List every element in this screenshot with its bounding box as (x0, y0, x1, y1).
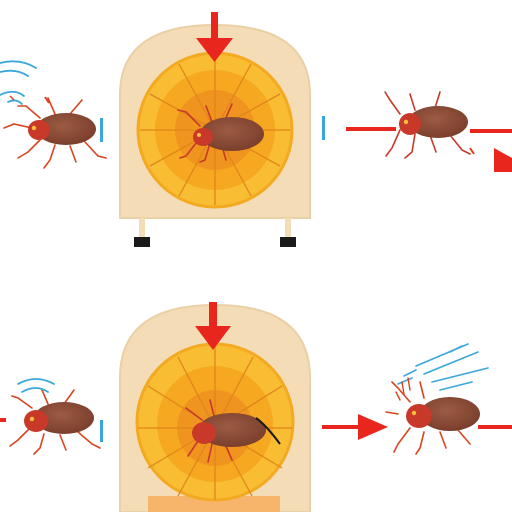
separator-tick-right (322, 116, 325, 140)
shake-marks (395, 377, 411, 401)
motion-lines-left (0, 60, 37, 105)
right-bedbug (384, 91, 471, 159)
row-top (0, 12, 512, 247)
down-arrow (196, 12, 233, 62)
right-arrow-out (478, 425, 512, 429)
heater-foot-left (134, 237, 150, 247)
left-bedbug (9, 389, 101, 455)
row-bottom (0, 302, 512, 512)
right-bedbug-agitated (385, 381, 480, 455)
down-arrow (195, 302, 231, 350)
center-bedbug (185, 399, 281, 463)
right-arrow (322, 414, 388, 440)
motion-lines-left (17, 378, 55, 393)
separator-tick-left (100, 118, 103, 142)
heater-foot-right (280, 237, 296, 247)
center-bedbug (177, 103, 264, 163)
motion-lines-right (397, 343, 489, 391)
right-arrow (470, 129, 512, 172)
left-arrow-stub (0, 418, 6, 422)
left-bedbug (3, 97, 107, 169)
separator-tick-left (100, 420, 103, 442)
heater-base (148, 496, 280, 512)
right-arrow-in (346, 127, 396, 131)
